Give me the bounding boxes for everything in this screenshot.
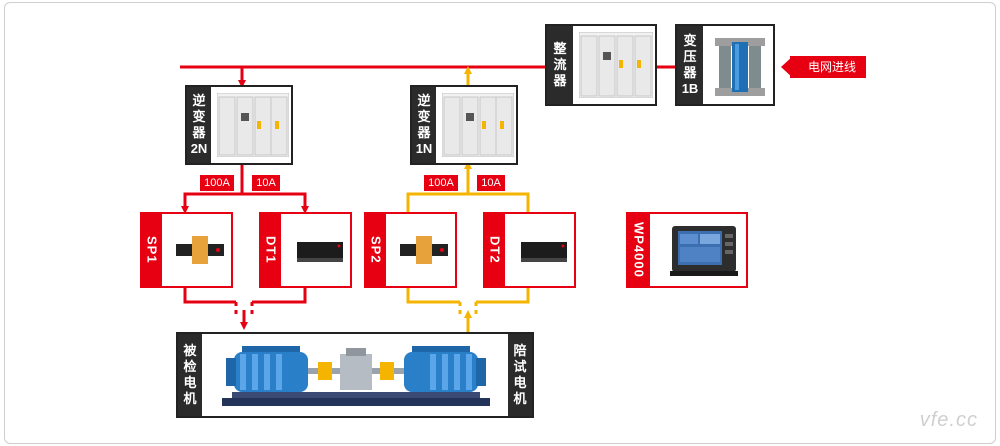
sp1-power-analyzer-icon — [176, 236, 224, 264]
sp2-to-load — [406, 288, 460, 304]
inverter-1n-box[interactable]: 逆 变 器 1N — [410, 85, 518, 165]
inverter-2n-char: 逆 — [192, 93, 206, 108]
inverter-2n-char: 器 — [192, 125, 206, 140]
rectifier-tag: 整 流 器 — [547, 26, 573, 104]
dt1-label: DT1 — [263, 236, 279, 264]
rectifier-char: 整 — [553, 41, 567, 56]
motor-under-test-char: 检 — [183, 359, 197, 374]
inverter-2n-cabinet-icon — [217, 93, 289, 157]
inverter-2n-to-dt1 — [242, 192, 309, 214]
motor-under-test-char: 机 — [183, 391, 197, 406]
grid-input-label: 电网进线 — [790, 56, 867, 78]
inverter-2n-char: 变 — [192, 109, 206, 124]
motor-under-test-char: 被 — [183, 343, 197, 358]
load-motor-char: 陪 — [513, 343, 527, 358]
dt2-transducer-icon — [521, 242, 567, 262]
sp1-tag: SP1 — [142, 214, 162, 286]
load-motor-char: 电 — [513, 375, 527, 390]
transformer-char: 压 — [683, 49, 697, 64]
dt1-tag: DT1 — [261, 214, 281, 286]
inverter-1n-char: 变 — [417, 109, 431, 124]
current-label-right-10a: 10A — [477, 175, 505, 191]
inverter-1n-cabinet-icon — [442, 93, 514, 157]
motor-under-test-char: 电 — [183, 375, 197, 390]
wp4000-box[interactable]: WP4000 — [626, 212, 748, 288]
dt1-to-motor — [252, 288, 307, 304]
wp4000-tag: WP4000 — [628, 214, 650, 286]
inverter-2n-tag: 逆 变 器 2N — [187, 87, 211, 163]
dt2-box[interactable]: DT2 — [483, 212, 576, 288]
diagram-frame — [4, 2, 996, 444]
load-motor-tag: 陪 试 电 机 — [508, 334, 532, 416]
inverter-1n-tag: 逆 变 器 1N — [412, 87, 436, 163]
dt2-label: DT2 — [487, 236, 503, 264]
watermark: vfe.cc — [919, 409, 978, 431]
inverter-1n-char: 逆 — [417, 93, 431, 108]
transformer-char: 器 — [683, 65, 697, 80]
sp1-to-motor — [183, 288, 236, 304]
sp2-power-analyzer-icon — [400, 236, 448, 264]
sp1-label: SP1 — [144, 236, 160, 264]
dt2-to-load — [476, 288, 530, 304]
rectifier-cabinet-icon — [579, 32, 653, 98]
inverter-1n-char: 1N — [415, 141, 433, 156]
dt1-transducer-icon — [297, 242, 343, 262]
load-motor-char: 机 — [513, 391, 527, 406]
transformer-char: 1B — [681, 81, 699, 96]
load-motor-char: 试 — [513, 359, 527, 374]
inverter-2n-to-sp1 — [181, 165, 244, 214]
transformer-char: 变 — [683, 33, 697, 48]
dt2-tag: DT2 — [485, 214, 505, 286]
sp1-box[interactable]: SP1 — [140, 212, 233, 288]
transformer-tag: 变 压 器 1B — [677, 26, 703, 104]
sp2-tag: SP2 — [366, 214, 386, 286]
dt1-box[interactable]: DT1 — [259, 212, 352, 288]
transformer-box[interactable]: 变 压 器 1B — [675, 24, 775, 106]
wp4000-label: WP4000 — [631, 222, 647, 278]
sp2-box[interactable]: SP2 — [364, 212, 457, 288]
current-label-left-100a: 100A — [200, 175, 234, 191]
motor-under-test-tag: 被 检 电 机 — [178, 334, 202, 416]
wp4000-analyzer-icon — [670, 226, 738, 276]
inverter-2n-char: 2N — [190, 141, 208, 156]
inverter-2n-box[interactable]: 逆 变 器 2N — [185, 85, 293, 165]
sp2-label: SP2 — [368, 236, 384, 264]
rectifier-char: 流 — [553, 57, 567, 72]
motor-bench-box[interactable]: 被 检 电 机 陪 试 电 机 — [176, 332, 534, 418]
sp2-to-inverter-1n — [406, 161, 472, 212]
transformer-icon — [715, 38, 765, 96]
rectifier-char: 器 — [553, 73, 567, 88]
current-label-left-10a: 10A — [252, 175, 280, 191]
rectifier-box[interactable]: 整 流 器 — [545, 24, 657, 106]
inverter-1n-char: 器 — [417, 125, 431, 140]
dt2-to-junction — [468, 192, 530, 212]
motor-test-bench-icon — [222, 346, 490, 406]
current-label-right-100a: 100A — [424, 175, 458, 191]
